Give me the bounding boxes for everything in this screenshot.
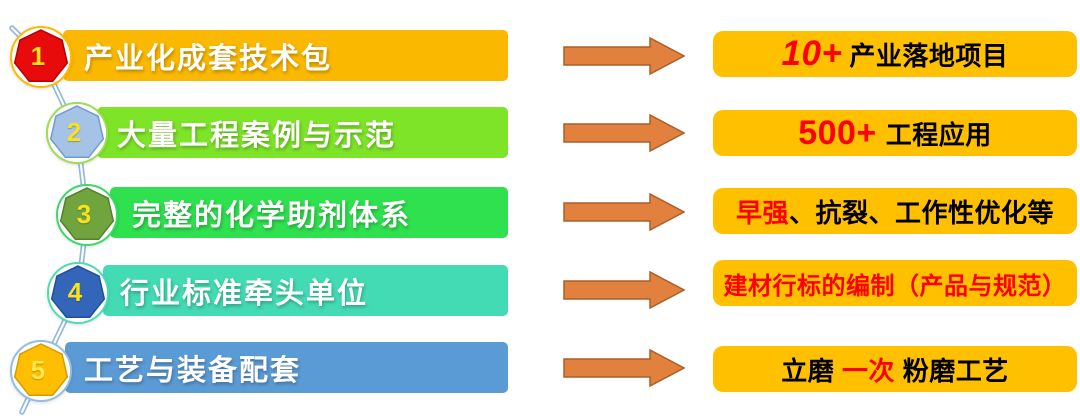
- arrow-icon: [563, 193, 685, 231]
- result-text: 产业落地项目: [849, 40, 1009, 71]
- result-highlight: 建材行标的编制（产品与规范）: [723, 272, 1067, 300]
- result-highlight: 10+: [781, 34, 843, 73]
- heptagon-icon: [13, 29, 69, 83]
- step-badge: 1: [10, 26, 72, 88]
- step-badge: 3: [56, 184, 118, 246]
- heptagon-icon: [13, 343, 69, 397]
- heptagon-icon: [49, 105, 105, 159]
- step-label: 工艺与装备配套: [84, 354, 302, 387]
- step-bar: 完整的化学助剂体系: [110, 187, 508, 238]
- result-text: 粉磨工艺: [895, 355, 1009, 386]
- result-box: 早强 、抗裂、工作性优化等: [713, 188, 1077, 234]
- step-label: 行业标准牵头单位: [120, 277, 369, 310]
- result-highlight: 500+: [798, 113, 877, 152]
- step-bar: 行业标准牵头单位: [103, 265, 508, 316]
- result-box: 建材行标的编制（产品与规范）: [713, 260, 1077, 306]
- result-highlight: 早强: [735, 197, 789, 228]
- step-bar: 产业化成套技术包: [63, 30, 508, 81]
- result-highlight: 一次: [841, 355, 895, 386]
- result-text: 工程应用: [885, 119, 992, 150]
- result-box: 10+ 产业落地项目: [713, 31, 1077, 77]
- arrow-icon: [563, 37, 685, 75]
- arrow-icon: [563, 114, 685, 152]
- step-badge: 4: [47, 262, 109, 324]
- result-text: 立磨: [781, 355, 842, 386]
- step-label: 产业化成套技术包: [84, 42, 333, 75]
- step-bar: 大量工程案例与示范: [97, 107, 508, 158]
- step-number: 3: [76, 199, 92, 229]
- result-box: 500+ 工程应用: [713, 110, 1077, 156]
- step-bar: 工艺与装备配套: [65, 342, 508, 393]
- result-text: 、抗裂、工作性优化等: [789, 197, 1055, 228]
- step-label: 大量工程案例与示范: [117, 119, 397, 152]
- step-number: 2: [66, 117, 82, 147]
- arrow-icon: [563, 349, 685, 387]
- step-badge: 2: [46, 102, 108, 164]
- result-box: 立磨 一次 粉磨工艺: [713, 346, 1077, 392]
- step-badge: 5: [10, 340, 72, 402]
- step-number: 4: [67, 277, 83, 307]
- step-number: 5: [30, 355, 46, 385]
- arrow-icon: [563, 271, 685, 309]
- step-number: 1: [30, 41, 46, 71]
- heptagon-icon: [50, 265, 106, 319]
- heptagon-icon: [59, 187, 115, 241]
- step-label: 完整的化学助剂体系: [132, 199, 412, 232]
